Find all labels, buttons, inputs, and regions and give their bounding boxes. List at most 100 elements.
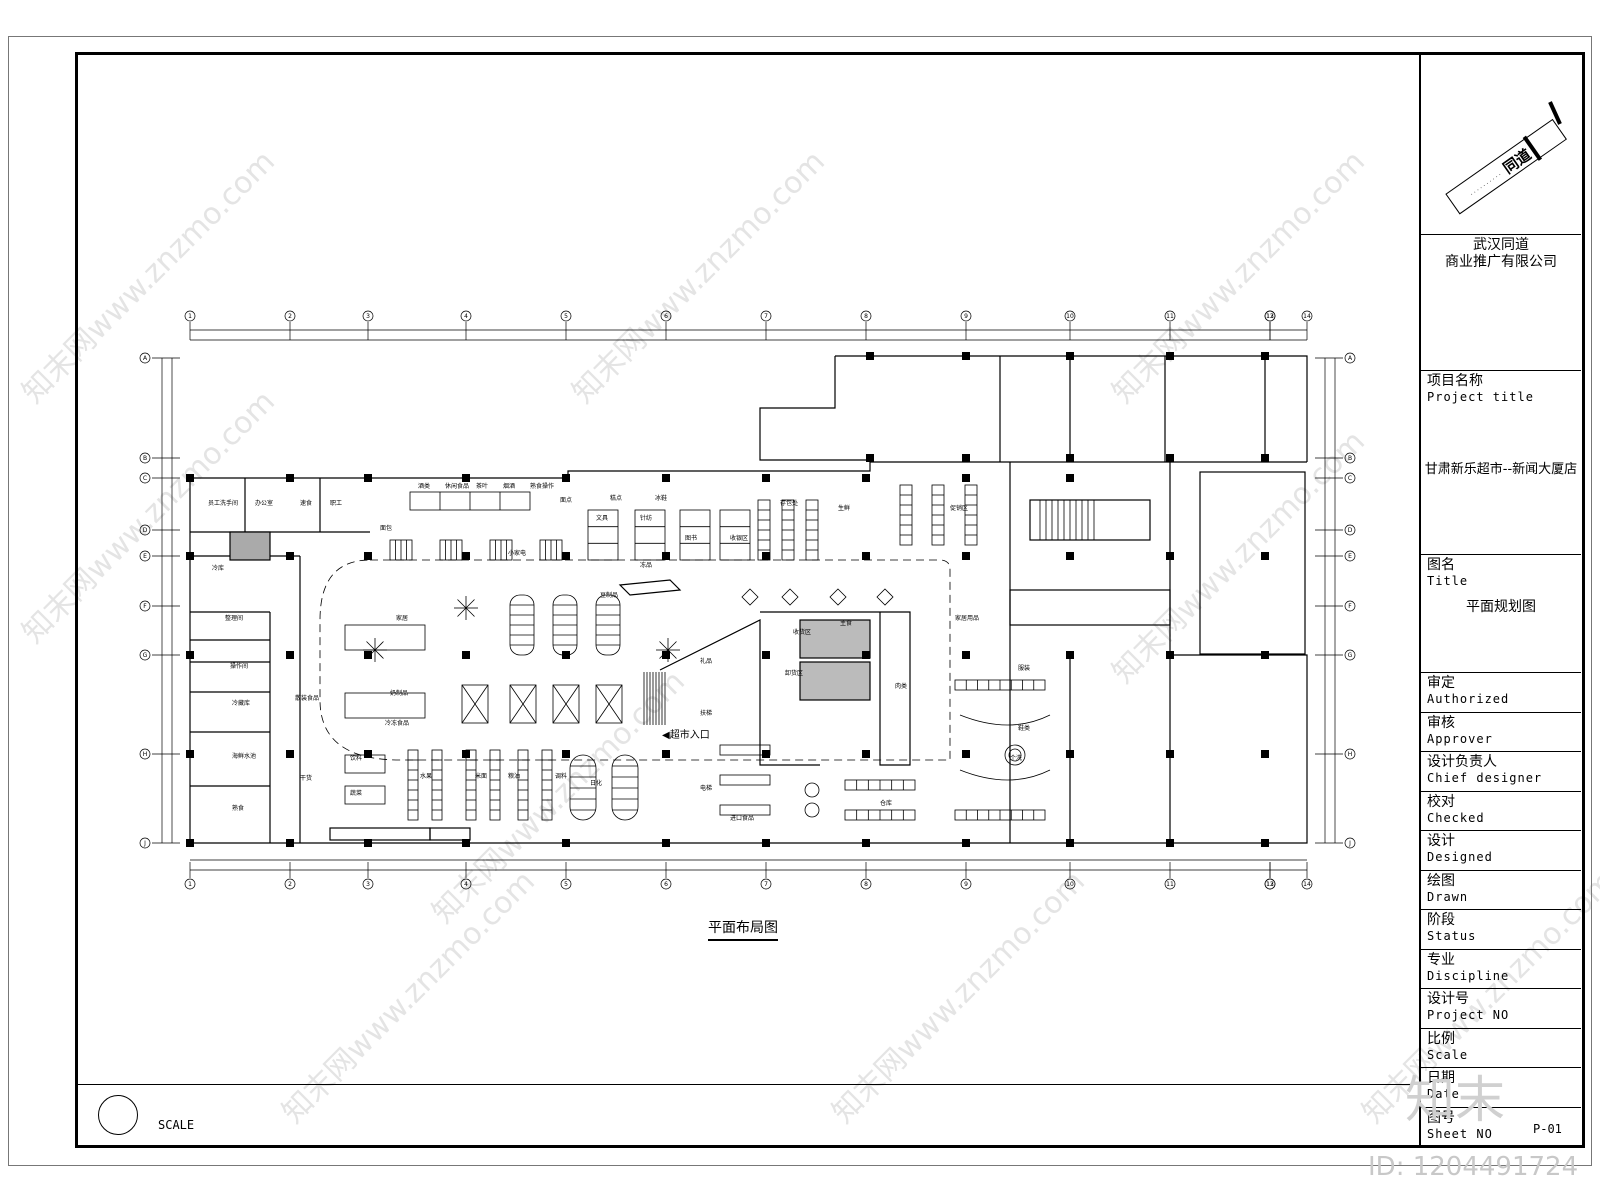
- checkout-lane: [719, 774, 771, 786]
- display-cross: [509, 684, 537, 724]
- structural-column: [662, 651, 670, 659]
- structural-column: [364, 839, 372, 847]
- room-label: 冰鞋: [655, 494, 667, 502]
- room-label: 卸货区: [785, 669, 803, 677]
- structural-column: [662, 474, 670, 482]
- room-label: 熟食: [232, 804, 244, 812]
- structural-column: [186, 839, 194, 847]
- structural-column: [762, 839, 770, 847]
- promo-island: [611, 754, 639, 821]
- room-label: 日化: [590, 779, 602, 787]
- shelf-rack: [465, 749, 477, 821]
- project-name: 甘肃新乐超市--新闻大厦店: [1424, 462, 1578, 477]
- diamond-display: [781, 588, 799, 606]
- structural-column: [186, 552, 194, 560]
- grid-label: 8: [864, 881, 868, 888]
- structural-column: [186, 651, 194, 659]
- plan-title: 平面布局图: [708, 917, 778, 941]
- grid-label: J: [1348, 840, 1351, 847]
- field-label-cn: 设计负责人: [1427, 754, 1497, 770]
- field-label-en: Checked: [1427, 810, 1485, 825]
- structural-column: [286, 750, 294, 758]
- curved-display: [959, 769, 1051, 781]
- grid-label: 12: [1266, 313, 1274, 320]
- field-label-en: Authorized: [1427, 692, 1510, 706]
- room-label: 冷库: [212, 564, 224, 572]
- field-label-cn: 设计号: [1427, 991, 1469, 1007]
- structural-column: [862, 839, 870, 847]
- display-cross: [461, 684, 489, 724]
- room-label: 针纺: [640, 514, 652, 522]
- grid-label: D: [1348, 527, 1353, 534]
- display-unit: [344, 624, 426, 651]
- structural-column: [562, 651, 570, 659]
- plant-leaf: [457, 607, 467, 617]
- structural-column: [1166, 454, 1174, 462]
- field-label-en: Status: [1427, 929, 1477, 943]
- grid-bubble: [362, 878, 374, 890]
- field-label-en: Chief designer: [1427, 771, 1543, 785]
- svg-text:· · · · · · · · · ·: · · · · · · · · · ·: [1469, 172, 1503, 199]
- structural-column: [1261, 552, 1269, 560]
- field-label-en: Discipline: [1427, 968, 1510, 983]
- grid-bubble: [139, 550, 151, 562]
- display-table: [509, 684, 537, 724]
- grid-bubble: [1344, 837, 1356, 849]
- structural-column: [462, 750, 470, 758]
- grid-label: A: [143, 355, 148, 362]
- grid-bubble: [1164, 310, 1176, 322]
- structural-column: [762, 651, 770, 659]
- structural-column: [1166, 750, 1174, 758]
- grid-bubble: [1344, 649, 1356, 661]
- grid-label: 7: [764, 881, 768, 888]
- room-label: 海鲜水池: [232, 752, 256, 760]
- structural-column: [862, 651, 870, 659]
- shelf-rack: [679, 509, 711, 561]
- structural-column: [662, 750, 670, 758]
- field-label-cn: 审定: [1427, 675, 1455, 691]
- structural-column: [1261, 454, 1269, 462]
- grid-label: 5: [564, 313, 568, 320]
- field-label-cn: 审核: [1427, 714, 1455, 731]
- grid-label: 6: [664, 313, 668, 320]
- grid-label: 10: [1066, 313, 1074, 320]
- grid-bubble: [860, 310, 872, 322]
- room-label: 冷藏库: [232, 699, 250, 707]
- grid-bubble: [1344, 472, 1356, 484]
- field-label-cn: 设计: [1427, 833, 1455, 849]
- structural-column: [962, 651, 970, 659]
- grid-label: C: [1348, 475, 1352, 482]
- grid-label: A: [1348, 355, 1353, 362]
- grid-label: 4: [464, 313, 468, 320]
- structural-column: [662, 552, 670, 560]
- structural-column: [286, 839, 294, 847]
- svg-text:同道: 同道: [1500, 145, 1535, 177]
- shelf-rack: [719, 509, 751, 561]
- grid-bubble: [284, 310, 296, 322]
- grid-label: F: [1348, 603, 1352, 610]
- grid-bubble: [139, 352, 151, 364]
- room-label: 图书: [685, 534, 697, 542]
- checkout-lane: [719, 804, 771, 816]
- room-label: 操作间: [230, 662, 248, 670]
- field-label-cn: 日期: [1427, 1070, 1455, 1086]
- grid-bubble: [760, 310, 772, 322]
- grid-label: 13: [1266, 313, 1274, 320]
- promo-island: [569, 754, 597, 821]
- grid-bubble: [1064, 310, 1076, 322]
- room-label: 收货区: [793, 628, 811, 636]
- diamond-display: [829, 588, 847, 606]
- room-label: 生鲜: [838, 504, 850, 512]
- display-cross: [595, 684, 623, 724]
- project-title-en: Project title: [1427, 390, 1534, 404]
- grid-label: 11: [1166, 313, 1174, 320]
- structural-column: [862, 552, 870, 560]
- company-line2: 商业推广有限公司: [1445, 254, 1557, 270]
- structural-column: [286, 552, 294, 560]
